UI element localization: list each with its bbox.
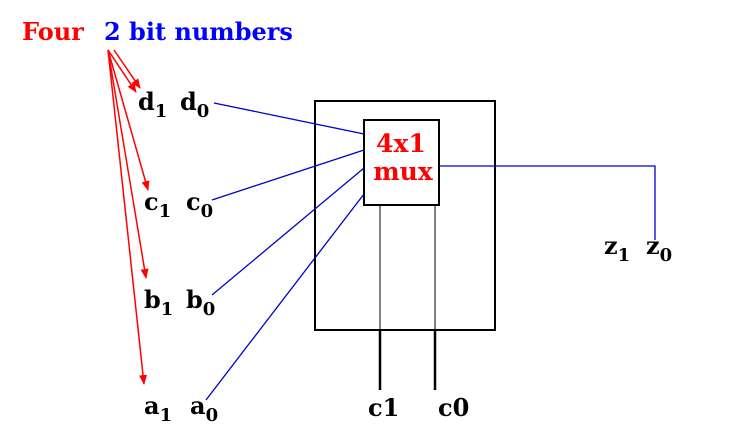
svg-text:a0: a0 — [190, 391, 218, 426]
input-wires — [205, 102, 365, 401]
z0-base: z — [646, 231, 660, 260]
input-b-label: b1 b0 — [144, 285, 215, 320]
c0-base: c — [186, 187, 201, 216]
d0-base: d — [180, 87, 197, 116]
svg-text:b0: b0 — [186, 285, 215, 320]
control-lines — [378, 205, 437, 390]
caption-arrows — [107, 49, 150, 385]
svg-text:c1: c1 — [144, 187, 171, 222]
caption-word-four: Four — [22, 17, 84, 46]
mux-box — [363, 119, 440, 206]
mux-label-4x1: 4x1 — [376, 129, 426, 158]
arrow-to-a — [107, 49, 148, 385]
c1-sub: 1 — [159, 201, 172, 222]
arrow-to-c — [107, 49, 150, 191]
c0-sub: 0 — [201, 201, 214, 222]
arrow-to-d2 — [113, 49, 141, 89]
output-wire — [439, 165, 656, 240]
svg-text:z1: z1 — [604, 231, 630, 266]
arrow-to-b — [107, 49, 149, 279]
caption-2-bit-numbers: 2 bit numbers — [104, 17, 293, 46]
control-label-c1: c1 — [368, 393, 399, 422]
z1-base: z — [604, 231, 618, 260]
a0-base: a — [190, 391, 206, 420]
d0-sub: 0 — [197, 101, 210, 122]
wire-a — [205, 193, 365, 401]
a1-base: a — [144, 391, 160, 420]
d1-base: d — [138, 87, 155, 116]
wire-d — [213, 102, 365, 135]
b0-sub: 0 — [203, 299, 216, 320]
control-label-c0: c0 — [438, 393, 469, 422]
a0-sub: 0 — [206, 405, 219, 426]
svg-text:b1: b1 — [144, 285, 173, 320]
output-label: z1 z0 — [604, 231, 672, 266]
b1-base: b — [144, 285, 161, 314]
c1-base: c — [144, 187, 159, 216]
svg-text:c0: c0 — [186, 187, 213, 222]
z1-sub: 1 — [618, 245, 631, 266]
wire-b — [211, 167, 365, 296]
a1-sub: 1 — [160, 405, 173, 426]
svg-text:z0: z0 — [646, 231, 672, 266]
svg-text:a1: a1 — [144, 391, 172, 426]
arrow-to-d — [107, 49, 137, 93]
outer-box — [314, 100, 496, 331]
svg-text:d1: d1 — [138, 87, 167, 122]
d1-sub: 1 — [155, 101, 168, 122]
b1-sub: 1 — [161, 299, 174, 320]
svg-text:d0: d0 — [180, 87, 209, 122]
b0-base: b — [186, 285, 203, 314]
z0-sub: 0 — [660, 245, 673, 266]
mux-label-mux: mux — [373, 157, 434, 186]
input-d-label: d1 d0 — [138, 87, 209, 122]
input-c-label: c1 c0 — [144, 187, 213, 222]
wire-c — [211, 149, 365, 201]
input-a-label: a1 a0 — [144, 391, 218, 426]
